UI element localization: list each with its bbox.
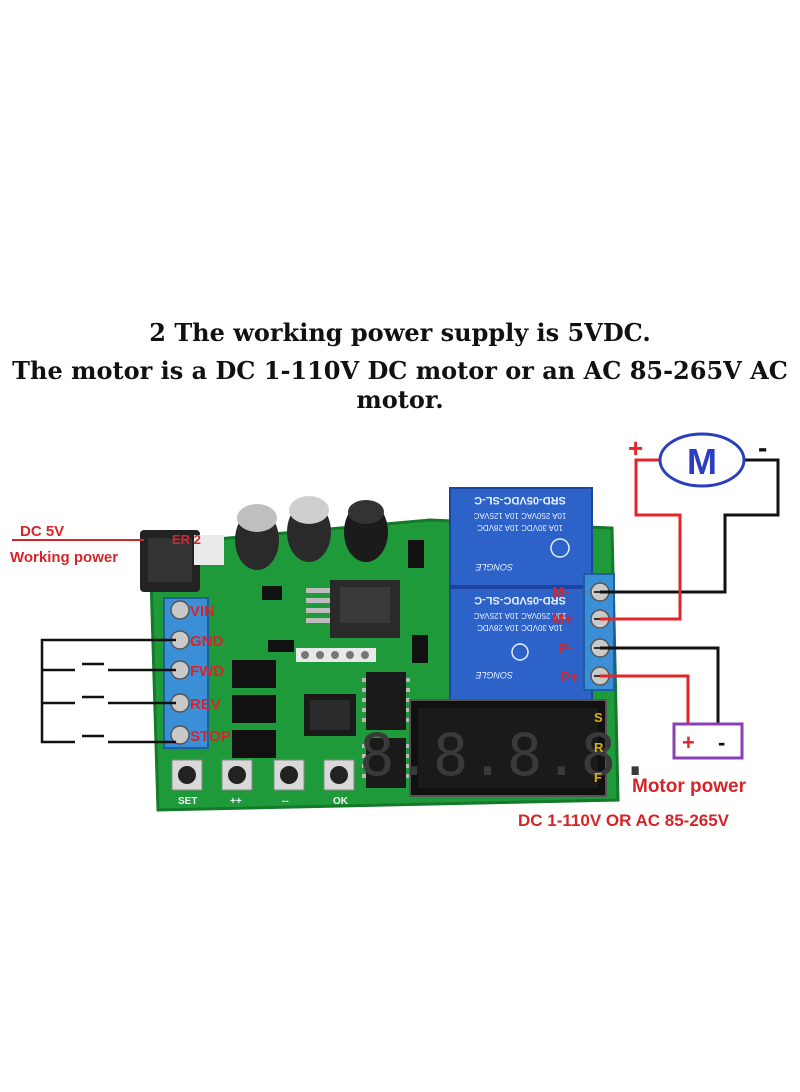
relay-1-rating-1: 10A 250VAC 10A 125VAC — [473, 511, 566, 520]
label-rev: REV — [190, 696, 221, 713]
label-p-plus: P+ — [560, 669, 579, 686]
motor-plus-sign: + — [628, 433, 643, 463]
led-label-s: S — [594, 710, 603, 725]
relay-2-rating-1: 10A 250VAC 10A 125VAC — [473, 611, 566, 620]
motor-power-title: Motor power — [632, 776, 747, 797]
input-switch-wiring — [40, 638, 176, 744]
motor-power-minus: - — [718, 730, 725, 755]
optocoupler-2 — [232, 695, 276, 723]
label-gnd: GND — [190, 633, 224, 650]
relay-1: SRD-05VDC-SL-C 10A 250VAC 10A 125VAC 10A… — [449, 487, 593, 587]
wire-p-plus — [600, 674, 690, 724]
label-p-minus: P- — [558, 640, 573, 657]
button-ok[interactable] — [323, 759, 355, 791]
heading-line-2: The motor is a DC 1-110V DC motor or an … — [12, 356, 788, 414]
wire-p-minus — [600, 646, 720, 724]
relay-1-rating-2: 10A 30VDC 10A 28VDC — [477, 523, 563, 532]
led-label-f: F — [594, 770, 602, 785]
label-m-plus: M+ — [552, 611, 573, 628]
optocoupler-1 — [232, 660, 276, 688]
label-stop: STOP — [190, 728, 231, 745]
button-label-minus: -- — [282, 796, 289, 807]
label-m-minus: M- — [552, 584, 570, 601]
inductor — [344, 500, 388, 562]
wire-m-plus — [600, 458, 682, 621]
driver-ic-1 — [362, 672, 410, 730]
relay-1-model: SRD-05VDC-SL-C — [474, 494, 566, 506]
label-dc-5v: DC 5V — [20, 523, 64, 540]
motor-power-plus: + — [682, 730, 695, 755]
relay-2-model: SRD-05VDC-SL-C — [474, 594, 566, 606]
driver-ic-2 — [362, 738, 410, 788]
motor-power-range: DC 1-110V OR AC 85-265V — [518, 811, 730, 830]
relay-2-brand: SONGLE — [474, 670, 513, 680]
capacitor-2 — [287, 496, 331, 562]
motor-minus-sign: - — [758, 432, 767, 463]
motor-letter: M — [687, 441, 717, 482]
motor-symbol: M — [658, 432, 746, 488]
optocoupler-3 — [232, 730, 276, 758]
heading-line-1: 2 The working power supply is 5VDC. — [149, 318, 651, 347]
button-minus[interactable] — [273, 759, 305, 791]
relay-2-rating-2: 10A 30VDC 10A 28VDC — [477, 623, 563, 632]
pin-header — [296, 648, 376, 662]
button-label-set: SET — [178, 796, 197, 807]
label-fwd: FWD — [190, 663, 224, 680]
label-power-2: ER 2 — [172, 532, 201, 547]
button-plus[interactable] — [221, 759, 253, 791]
label-working-power: Working power — [10, 549, 118, 566]
button-label-ok: OK — [333, 796, 349, 807]
relay-1-brand: SONGLE — [474, 562, 513, 572]
label-vin: VIN — [190, 603, 215, 620]
led-label-r: R — [594, 740, 604, 755]
relay-2: SRD-05VDC-SL-C 10A 250VAC 10A 125VAC 10A… — [449, 587, 593, 701]
wire-m-minus — [600, 458, 780, 594]
button-label-plus: ++ — [230, 796, 242, 807]
display-digits: 8.8.8.8. — [359, 721, 654, 789]
motor-power-source: + - — [672, 722, 744, 760]
capacitor-1 — [235, 504, 279, 570]
seven-segment-display: 8.8.8.8. — [359, 699, 654, 797]
button-set[interactable] — [171, 759, 203, 791]
